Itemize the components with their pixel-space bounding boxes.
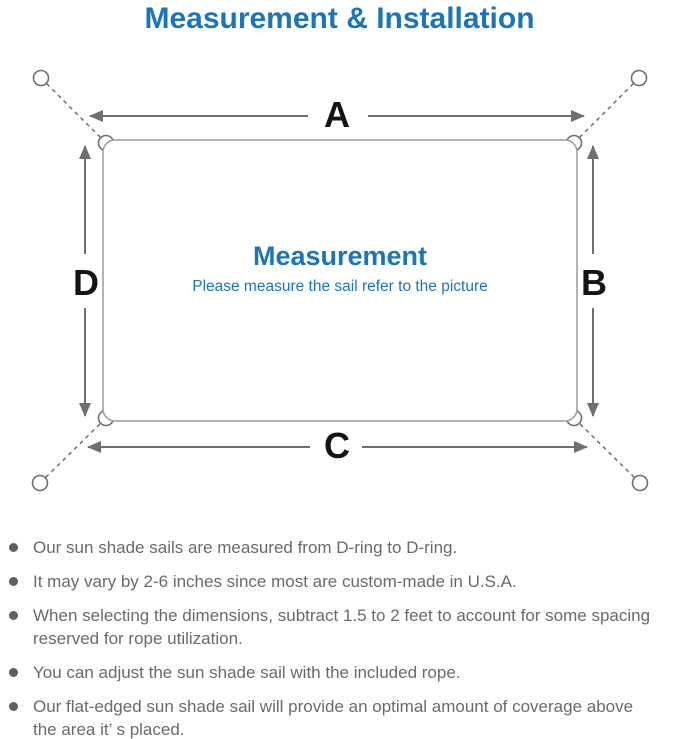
bullet-dot-icon [9, 702, 18, 711]
bullet-dot-icon [9, 611, 18, 620]
sail-rectangle [102, 139, 578, 422]
bullet-dot-icon [9, 668, 18, 677]
note-text: Our flat-edged sun shade sail will provi… [33, 697, 634, 739]
list-item: When selecting the dimensions, subtract … [9, 604, 679, 650]
list-item: You can adjust the sun shade sail with t… [9, 661, 679, 684]
sail-diagram-graphic: A B C D [31, 69, 649, 492]
dashed-rope-line [39, 77, 641, 484]
note-text: When selecting the dimensions, subtract … [33, 606, 651, 648]
dimension-arrows [79, 110, 599, 453]
bullet-dot-icon [9, 577, 18, 586]
page-title: Measurement & Installation [144, 2, 535, 35]
sail-measurement-diagram: A B C D Measurement Please measure the s… [31, 69, 649, 492]
note-text: It may vary by 2-6 inches since most are… [33, 572, 517, 591]
notes-list: Our sun shade sails are measured from D-… [0, 536, 679, 739]
dimension-label-a: A [324, 94, 350, 135]
note-text: Our sun shade sails are measured from D-… [33, 538, 458, 557]
list-item: Our sun shade sails are measured from D-… [9, 536, 679, 559]
list-item: It may vary by 2-6 inches since most are… [9, 570, 679, 593]
diagram-center-subtitle: Please measure the sail refer to the pic… [192, 278, 488, 295]
bullet-dot-icon [9, 543, 18, 552]
dimension-label-c: C [324, 425, 350, 466]
anchor-point-circle [31, 69, 649, 492]
note-text: You can adjust the sun shade sail with t… [33, 663, 461, 682]
dimension-label-b: B [581, 262, 607, 303]
list-item: Our flat-edged sun shade sail will provi… [9, 695, 679, 739]
diagram-center-title: Measurement [252, 241, 428, 271]
dimension-label-d: D [73, 262, 99, 303]
